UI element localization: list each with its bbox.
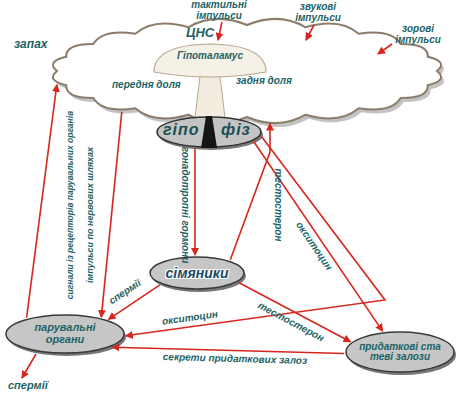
node-label: сімяники (166, 266, 229, 281)
edge-label: імпульси по нервових шляхах (86, 147, 95, 283)
testes-oval: сімяники (148, 255, 246, 291)
hormone-arrow (27, 85, 57, 318)
edge-label: сигнали із рецепторів парувальних органі… (66, 111, 75, 299)
hormone-arrow (239, 283, 351, 342)
hormone-arrow (194, 148, 196, 255)
organ-oval: парувальні органи (4, 313, 126, 355)
cns-cloud: ЦНС Гіпоталамус (50, 18, 444, 124)
hormone-arrow (254, 142, 383, 332)
hormone-arrow (126, 136, 385, 335)
free-label: тактильні імпульси (188, 0, 250, 21)
edge-label: тестостерон (273, 168, 283, 241)
free-label: спермії (8, 380, 48, 392)
node-label: фіз (221, 122, 251, 139)
edge-label: окситоцин (161, 309, 218, 327)
pituitary-stalk (195, 76, 225, 118)
node-label: гіпо (163, 122, 200, 139)
edge-label: окситоцин (294, 220, 334, 272)
edge-label: тестостерон (256, 300, 325, 343)
node-label: Гіпоталамус (150, 51, 270, 62)
oval-outline (6, 315, 124, 353)
hypothalamus-shape: Гіпоталамус (150, 42, 270, 78)
cloud-outline (53, 19, 441, 123)
edge-label: гонадотропні гормони (180, 147, 190, 264)
node-label: парувальні органи (29, 322, 101, 345)
oval-outline (346, 332, 454, 372)
free-label: зорові імпульси (388, 24, 448, 45)
free-label: передня доля (112, 80, 181, 91)
pituitary-outline (157, 117, 261, 147)
hormone-arrow (113, 347, 345, 353)
node-label: придаткові ста теві залози (357, 342, 443, 363)
lobe-divider (201, 116, 217, 148)
edge-label: секрети придаткових залоз (163, 352, 308, 366)
free-label: запах (14, 38, 47, 51)
node-label: ЦНС (186, 26, 214, 40)
sperm-arrow (22, 354, 36, 378)
free-label: задня доля (236, 76, 292, 87)
edge-label: спермії (107, 278, 143, 306)
gland-oval: придаткові ста теві залози (344, 330, 456, 374)
pituitary-oval: гіпо фіз (155, 115, 263, 149)
hormone-arrow (101, 112, 122, 317)
oval-outline (150, 257, 244, 289)
free-label: звукові імпульси (290, 2, 346, 23)
